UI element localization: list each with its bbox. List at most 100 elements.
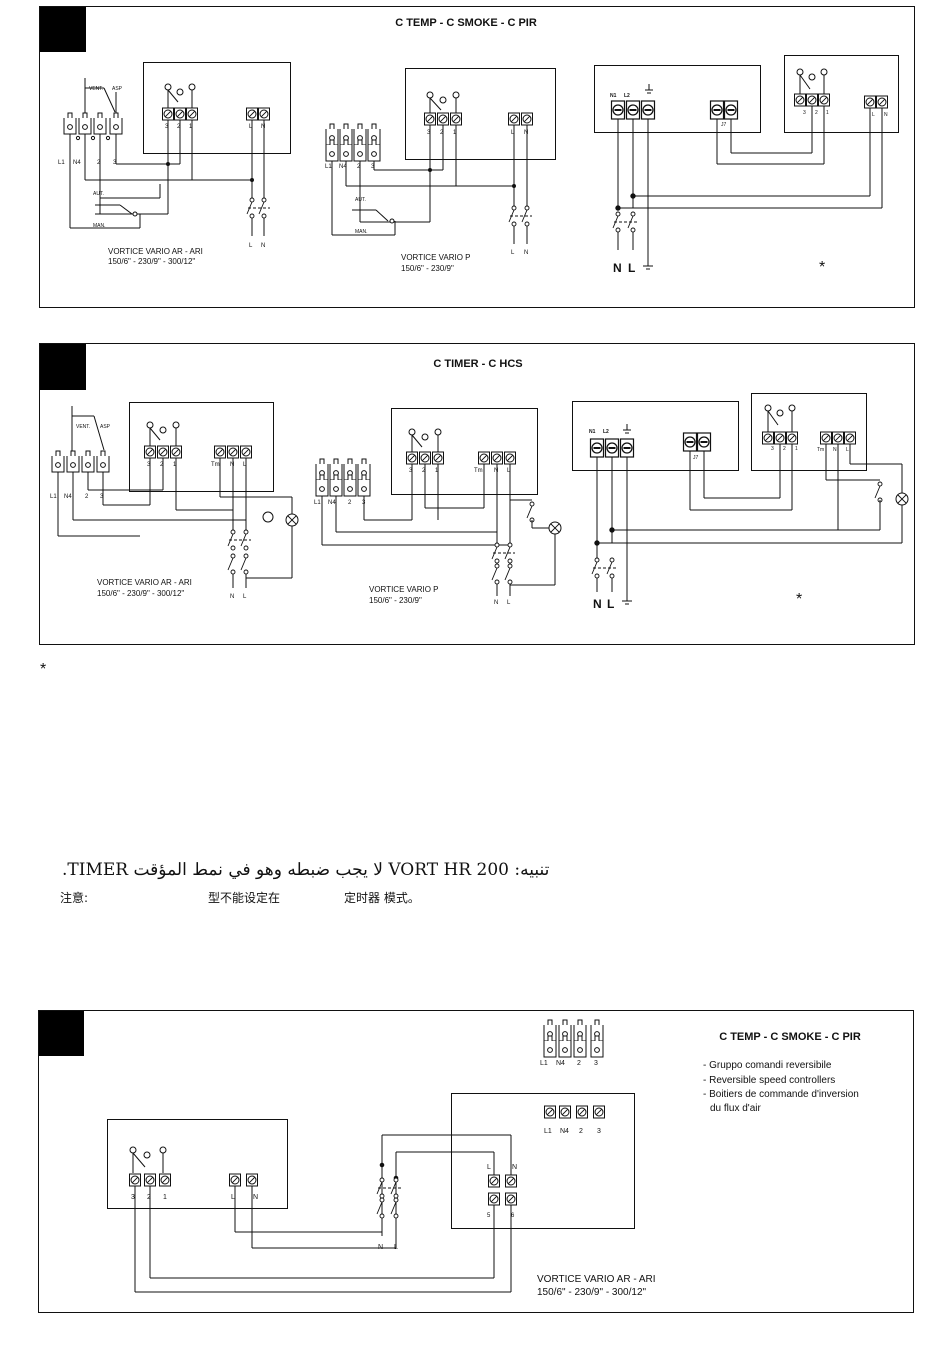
panel-1-tab xyxy=(40,7,86,52)
term-2: 2 xyxy=(177,124,181,130)
t2-hr-term-2: 2 xyxy=(783,446,786,452)
panel-1-sub-a-line1: VORTICE VARIO AR - ARI xyxy=(108,247,203,256)
panel-1-sub-b-line2: 150/6" - 230/9" xyxy=(401,264,454,273)
panel-2-title: C TIMER - C HCS xyxy=(433,358,522,370)
out-n: N xyxy=(261,243,265,249)
t2p-term-2b: 2 xyxy=(348,500,352,506)
out-l-p: L xyxy=(511,250,515,256)
term-2b-p: 2 xyxy=(357,164,361,170)
p3-out-n: N xyxy=(378,1244,383,1251)
term-3: 3 xyxy=(165,124,169,130)
term-n4-p: N4 xyxy=(339,164,347,170)
t2-term-l: L xyxy=(243,462,247,468)
panel-2-sub-b-line1: VORTICE VARIO P xyxy=(369,585,439,594)
panel-3-bullet-2: - Reversible speed controllers xyxy=(703,1075,835,1086)
p3-box-term-2: 2 xyxy=(579,1128,583,1135)
man-label-p: MAN. xyxy=(355,229,368,235)
t2p-term-3b: 3 xyxy=(362,500,366,506)
aut-label: AUT. xyxy=(93,191,104,197)
t2-hr-term-n: N xyxy=(833,447,837,453)
panel-2-tab xyxy=(40,344,86,390)
t2-term-n4: N4 xyxy=(64,494,72,500)
t2-out-n: N xyxy=(230,594,234,600)
p3-out-l: L xyxy=(394,1244,398,1251)
t2-term-3: 3 xyxy=(147,462,151,468)
t2-term-n: N xyxy=(230,462,234,468)
t2p-term-3: 3 xyxy=(409,468,413,474)
term-l1: L1 xyxy=(58,160,65,166)
asp-label: ASP xyxy=(112,86,123,92)
footnote-asterisk: * xyxy=(40,661,46,678)
out-n-p: N xyxy=(524,250,528,256)
panel-2-vario-p-diagram xyxy=(315,408,562,596)
term-n4: N4 xyxy=(73,160,81,166)
t2-mains-l: L xyxy=(607,597,614,611)
panel-3 xyxy=(38,1010,914,1313)
term-3b: 3 xyxy=(113,160,117,166)
panel-1-sub-b-line1: VORTICE VARIO P xyxy=(401,253,471,262)
t2p-term-2: 2 xyxy=(422,468,426,474)
out-l: L xyxy=(249,243,253,249)
t2-hr-term-l: L xyxy=(846,447,849,453)
panel-1-vario-ar-diagram xyxy=(63,62,291,236)
p3-term-2: 2 xyxy=(577,1060,581,1067)
t2-term-2: 2 xyxy=(160,462,164,468)
chinese-note-middle: 型不能设定在 xyxy=(208,891,281,905)
panel-1-title: C TEMP - C SMOKE - C PIR xyxy=(395,17,537,29)
t2-hr-term-tm: Tm xyxy=(817,447,824,453)
man-label: MAN. xyxy=(93,223,106,229)
term-3-p: 3 xyxy=(427,130,431,136)
term-3b-p: 3 xyxy=(371,164,375,170)
p3-term-3: 3 xyxy=(594,1060,598,1067)
p3-term-6: 6 xyxy=(511,1213,515,1219)
p3-box-term-n4: N4 xyxy=(560,1128,569,1135)
t2p-term-1: 1 xyxy=(435,468,439,474)
term-n-p: N xyxy=(524,130,528,136)
aut-label-p: AUT. xyxy=(355,197,366,203)
vent-label-2: VENT. xyxy=(76,424,90,430)
t2-term-1: 1 xyxy=(173,462,177,468)
panel-2 xyxy=(39,343,915,645)
term-1: 1 xyxy=(189,124,193,130)
panel-1 xyxy=(39,6,915,308)
panel-3-title: C TEMP - C SMOKE - C PIR xyxy=(719,1031,861,1043)
term-l: L xyxy=(249,124,253,130)
t2-mains-n: N xyxy=(593,597,602,611)
term-3-hr: 3 xyxy=(803,110,806,116)
term-2b: 2 xyxy=(97,160,101,166)
t2p-term-n: N xyxy=(494,468,498,474)
t2p-term-l: L xyxy=(507,468,511,474)
panel-2-sub-b-line2: 150/6" - 230/9" xyxy=(369,596,422,605)
p3-term-l1: L1 xyxy=(540,1060,548,1067)
p3-box-term-l1: L1 xyxy=(544,1128,552,1135)
term-l-p: L xyxy=(511,130,515,136)
panel-1-hr-diagram xyxy=(594,55,899,270)
p3-box-term-n: N xyxy=(512,1164,517,1171)
t2-term-j7: J7 xyxy=(693,455,699,461)
p3-term-na: N xyxy=(253,1194,258,1201)
t2-term-3b: 3 xyxy=(100,494,104,500)
chinese-note-label: 注意: xyxy=(60,891,89,905)
term-n: N xyxy=(261,124,265,130)
t2p-out-l: L xyxy=(507,600,511,606)
t2-hr-term-1: 1 xyxy=(795,446,798,452)
asp-label-2: ASP xyxy=(100,424,111,430)
panel-3-bullet-4: du flux d'air xyxy=(710,1103,761,1114)
panel-2-asterisk: * xyxy=(796,591,802,608)
chinese-note-end: 定时器 模式。 xyxy=(344,891,420,905)
mains-l: L xyxy=(628,261,635,275)
p3-term-2a: 2 xyxy=(147,1194,151,1201)
panel-3-sub-line1: VORTICE VARIO AR - ARI xyxy=(537,1274,656,1285)
p3-box-term-l: L xyxy=(487,1164,491,1171)
panel-1-sub-a-line2: 150/6" - 230/9" - 300/12" xyxy=(108,257,195,266)
term-l-hr: L xyxy=(872,112,875,118)
panel-3-bullet-1: - Gruppo comandi reversibile xyxy=(703,1060,832,1071)
term-j7: J7 xyxy=(721,122,727,128)
t2-term-n1: N1 xyxy=(589,429,596,435)
p3-term-1a: 1 xyxy=(163,1194,167,1201)
term-l1-p: L1 xyxy=(325,164,332,170)
t2-term-l2: L2 xyxy=(603,429,609,435)
term-1-hr: 1 xyxy=(826,110,829,116)
panel-2-hr-diagram xyxy=(572,393,909,605)
